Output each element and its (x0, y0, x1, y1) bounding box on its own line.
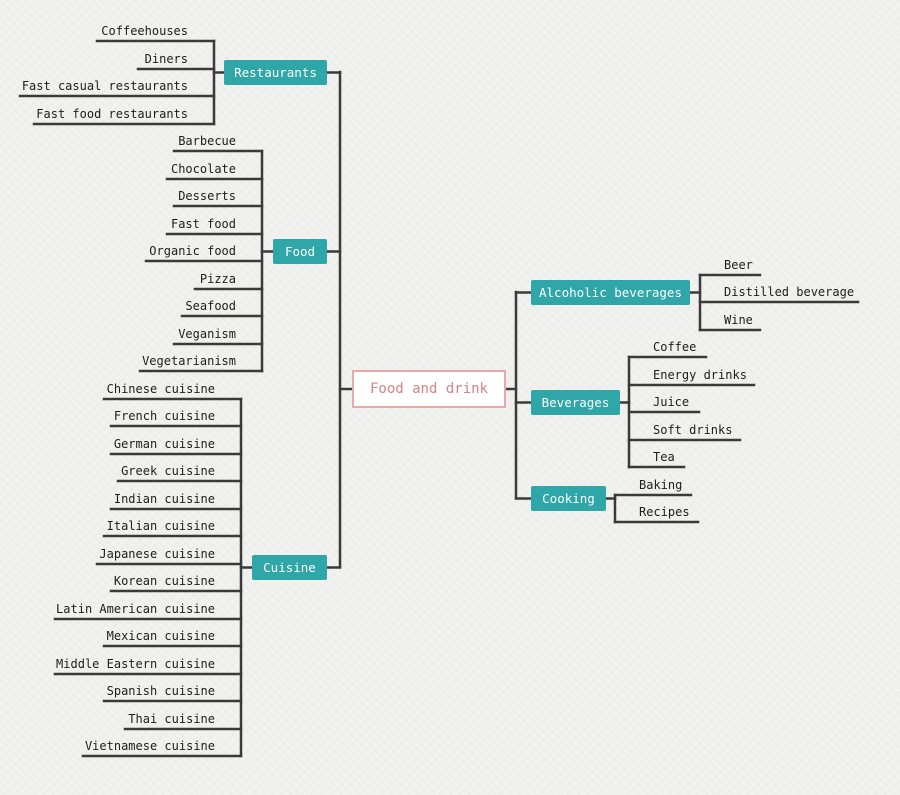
leaf-topic[interactable]: Coffee (653, 340, 697, 354)
leaf-topic[interactable]: Tea (653, 450, 675, 464)
leaf-topic[interactable]: Energy drinks (653, 368, 747, 382)
branch-restaurants[interactable]: Restaurants (224, 60, 327, 85)
leaf-topic[interactable]: Fast food restaurants (36, 107, 188, 121)
leaf-topic[interactable]: Fast food (170, 217, 236, 231)
leaf-topic[interactable]: Greek cuisine (121, 464, 215, 478)
leaf-topic[interactable]: Italian cuisine (106, 519, 215, 533)
branch-cooking[interactable]: Cooking (531, 486, 606, 511)
leaf-topic[interactable]: Japanese cuisine (99, 547, 215, 561)
branch-label: Alcoholic beverages (539, 285, 682, 300)
leaf-topic[interactable]: Barbecue (178, 134, 236, 148)
leaf-topic[interactable]: Distilled beverage (724, 285, 855, 299)
leaf-topic[interactable]: Spanish cuisine (106, 684, 215, 698)
branch-label: Restaurants (234, 65, 317, 80)
leaf-topic[interactable]: Chinese cuisine (106, 382, 215, 396)
leaf-topic[interactable]: Diners (144, 52, 188, 66)
branch-label: Cooking (542, 491, 595, 506)
leaf-topic[interactable]: Beer (724, 258, 753, 272)
leaf-topic[interactable]: Juice (653, 395, 690, 409)
branch-alcoholic-beverages[interactable]: Alcoholic beverages (531, 280, 690, 305)
leaf-topic[interactable]: Soft drinks (653, 423, 733, 437)
leaf-topic[interactable]: French cuisine (113, 409, 215, 423)
branch-cuisine[interactable]: Cuisine (252, 555, 327, 580)
root-node[interactable]: Food and drink (352, 370, 506, 408)
leaf-topic[interactable]: Korean cuisine (113, 574, 215, 588)
branch-food[interactable]: Food (273, 239, 327, 264)
leaf-topic[interactable]: Fast casual restaurants (21, 79, 188, 93)
leaf-topic[interactable]: Indian cuisine (113, 492, 215, 506)
leaf-topic[interactable]: Latin American cuisine (56, 602, 215, 616)
leaf-topic[interactable]: Seafood (185, 299, 236, 313)
leaf-topic[interactable]: Vietnamese cuisine (84, 739, 215, 753)
leaf-topic[interactable]: Vegetarianism (142, 354, 236, 368)
leaf-topic[interactable]: Coffeehouses (101, 24, 188, 38)
leaf-topic[interactable]: Recipes (639, 505, 690, 519)
branch-label: Beverages (541, 395, 610, 410)
leaf-topic[interactable]: Pizza (199, 272, 236, 286)
leaf-topic[interactable]: Wine (724, 313, 753, 327)
leaf-topic[interactable]: Mexican cuisine (106, 629, 215, 643)
leaf-topic[interactable]: Thai cuisine (128, 712, 215, 726)
branch-label: Food (284, 244, 316, 259)
leaf-topic[interactable]: Middle Eastern cuisine (56, 657, 215, 671)
leaf-topic[interactable]: Veganism (178, 327, 236, 341)
root-label: Food and drink (369, 381, 488, 397)
leaf-topic[interactable]: Organic food (149, 244, 236, 258)
leaf-topic[interactable]: Chocolate (170, 162, 236, 176)
leaf-topic[interactable]: Desserts (178, 189, 236, 203)
leaf-topic[interactable]: Baking (639, 478, 683, 492)
leaf-topic[interactable]: German cuisine (113, 437, 215, 451)
branch-label: Cuisine (263, 560, 316, 575)
branch-beverages[interactable]: Beverages (531, 390, 620, 415)
